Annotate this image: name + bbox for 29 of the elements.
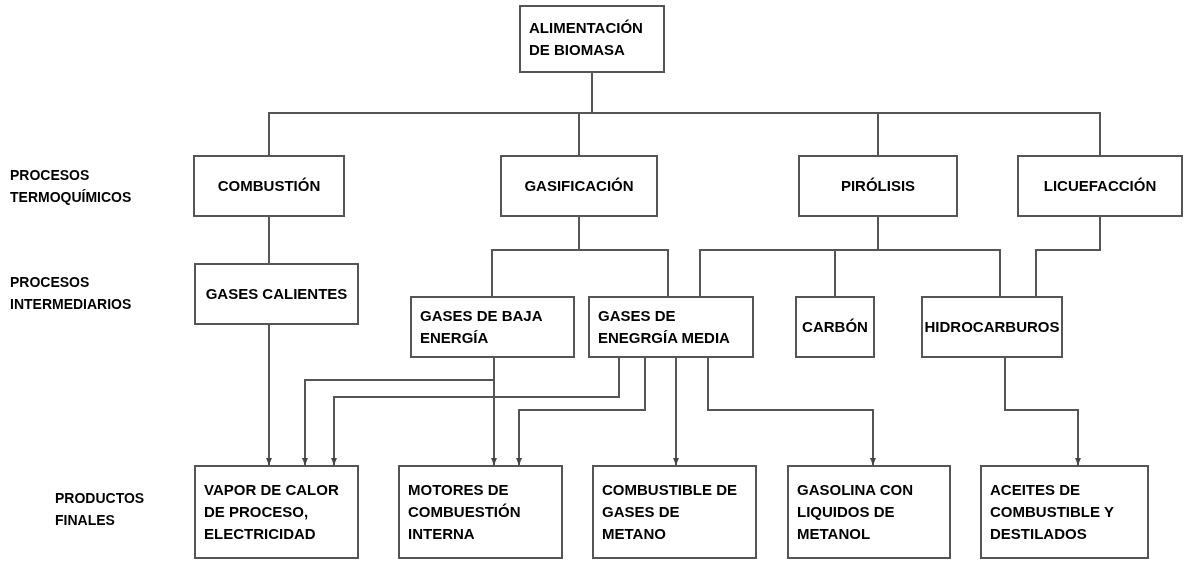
arrow (331, 357, 620, 466)
process-box: HIDROCARBUROS (921, 296, 1063, 358)
connector-line (877, 216, 1001, 297)
arrow (707, 357, 876, 466)
process-box: VAPOR DE CALOR DE PROCESO, ELECTRICIDAD (194, 465, 359, 559)
process-box: ACEITES DE COMBUSTIBLE Y DESTILADOS (980, 465, 1149, 559)
process-box: GASOLINA CON LIQUIDOS DE METANOL (787, 465, 951, 559)
process-box: GASES CALIENTES (194, 263, 359, 325)
process-box: COMBUSTIÓN (193, 155, 345, 217)
arrow (673, 357, 679, 466)
process-box: GASES DE ENEGRGÍA MEDIA (588, 296, 754, 358)
process-box: PIRÓLISIS (798, 155, 958, 217)
process-box: COMBUSTIBLE DE GASES DE METANO (592, 465, 757, 559)
connector-line (268, 216, 270, 264)
process-box: LICUEFACCIÓN (1017, 155, 1183, 217)
process-box: GASIFICACIÓN (500, 155, 658, 217)
arrow (266, 324, 272, 466)
process-box: GASES DE BAJA ENERGÍA (410, 296, 575, 358)
level-label: PRODUCTOS FINALES (55, 489, 146, 530)
process-box: ALIMENTACIÓN DE BIOMASA (519, 5, 665, 73)
level-label: PROCESOS INTERMEDIARIOS (10, 273, 133, 314)
process-box: CARBÓN (795, 296, 875, 358)
connector-line (1035, 216, 1101, 297)
arrow (491, 357, 497, 466)
process-box: MOTORES DE COMBUESTIÓN INTERNA (398, 465, 563, 559)
arrow (516, 357, 646, 466)
level-label: PROCESOS TERMOQUÍMICOS (10, 166, 133, 207)
arrow (1004, 357, 1081, 466)
connector-line (578, 216, 669, 297)
